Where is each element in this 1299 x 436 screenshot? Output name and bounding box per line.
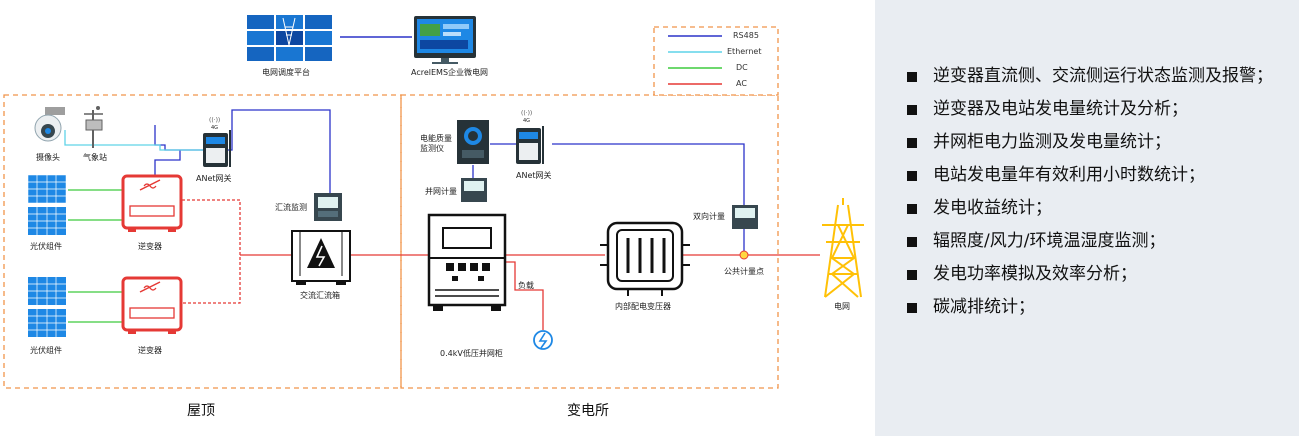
rs485-combiner-gateway: [215, 109, 331, 193]
feature-item: 逆变器直流侧、交流侧运行状态监测及报警；: [905, 60, 1290, 93]
label-anet-roof: ANet网关: [196, 174, 232, 183]
label-camera: 摄像头: [36, 153, 60, 162]
inverter-bottom-icon: [121, 276, 183, 334]
legend-label-rs485: RS485: [733, 31, 759, 40]
legend-label-dc: DC: [736, 63, 748, 72]
rs485-weather-gateway: [154, 125, 206, 151]
feature-text: 辐照度/风力/环境温湿度监测；: [933, 231, 1166, 251]
label-inverter-bottom: 逆变器: [138, 346, 162, 355]
feature-list: 逆变器直流侧、交流侧运行状态监测及报警； 逆变器及电站发电量统计及分析； 并网柜…: [905, 60, 1290, 324]
label-grid-dispatch: 电网调度平台: [262, 68, 310, 77]
bullet-square-icon: [907, 237, 917, 247]
anet-gateway-roof-icon: [203, 130, 231, 167]
system-diagram: ((·)): [0, 0, 875, 436]
ems-monitor-icon: [414, 16, 476, 64]
combiner-meter-icon: [314, 193, 342, 221]
label-grid-meter: 并网计量: [425, 187, 457, 196]
label-grid: 电网: [834, 302, 850, 311]
label-power-quality: 电能质量 监测仪: [420, 134, 452, 153]
feature-item: 电站发电量年有效利用小时数统计；: [905, 159, 1290, 192]
bullet-square-icon: [907, 72, 917, 82]
bullet-square-icon: [907, 138, 917, 148]
ethernet-camera-gateway: [64, 130, 206, 151]
label-anet-substation: ANet网关: [516, 171, 552, 180]
label-transformer: 内部配电变压器: [615, 302, 671, 311]
rs485-inverter-gateway: [154, 150, 181, 175]
weather-station-icon: [84, 106, 103, 148]
video-wall-icon: [245, 14, 335, 64]
ac-combiner-box-icon: [291, 230, 351, 285]
label-inverter-top: 逆变器: [138, 242, 162, 251]
ac-load: [505, 261, 544, 330]
region-title-substation: 变电所: [567, 403, 609, 419]
bullet-square-icon: [907, 303, 917, 313]
label-ac-combiner: 交流汇流箱: [300, 291, 340, 300]
feature-item: 并网柜电力监测及发电量统计；: [905, 126, 1290, 159]
rs485-bidirectional-gateway: [552, 143, 745, 207]
inverter-top-icon: [121, 174, 183, 232]
feature-text: 发电功率模拟及效率分析；: [933, 264, 1137, 284]
feature-text: 并网柜电力监测及发电量统计；: [933, 132, 1171, 152]
pv-panels-bottom-icon: [28, 277, 66, 337]
feature-item: 发电功率模拟及效率分析；: [905, 258, 1290, 291]
anet-gateway-substation-icon: [516, 126, 544, 164]
load-icon: [533, 330, 553, 350]
rooftop-region: [3, 94, 402, 389]
feature-text: 逆变器直流侧、交流侧运行状态监测及报警；: [933, 66, 1273, 86]
label-4g-roof: 4G: [211, 125, 219, 131]
feature-item: 辐照度/风力/环境温湿度监测；: [905, 225, 1290, 258]
feature-item: 发电收益统计；: [905, 192, 1290, 225]
grid-meter-icon: [461, 178, 487, 202]
bidirectional-meter-icon: [732, 205, 758, 229]
legend-box: [653, 26, 779, 96]
feature-text: 逆变器及电站发电量统计及分析；: [933, 99, 1188, 119]
label-public-point: 公共计量点: [724, 267, 764, 276]
feature-text: 发电收益统计；: [933, 198, 1052, 218]
label-pv-top: 光伏组件: [30, 242, 62, 251]
power-quality-monitor-icon: [457, 120, 489, 164]
label-acrel-ems: AcrelEMS企业微电网: [411, 68, 489, 77]
wifi-icon-roof: ((·)): [209, 117, 220, 124]
diagram-canvas: ((·)): [3, 14, 864, 389]
substation-region: [400, 94, 779, 389]
label-bidirectional-meter: 双向计量: [693, 212, 725, 221]
bullet-square-icon: [907, 270, 917, 280]
wifi-icon-sub: ((·)): [521, 110, 532, 117]
label-4g-sub: 4G: [523, 118, 531, 124]
feature-text: 碳减排统计；: [933, 297, 1035, 317]
label-lv-cabinet: 0.4kV低压并网柜: [440, 349, 503, 358]
label-combiner-monitor: 汇流监测: [275, 203, 307, 212]
power-tower-icon: [822, 198, 864, 298]
bullet-square-icon: [907, 105, 917, 115]
feature-item: 碳减排统计；: [905, 291, 1290, 324]
camera-icon: [34, 107, 65, 142]
transformer-icon: [600, 221, 690, 296]
region-title-rooftop: 屋顶: [187, 403, 215, 419]
label-pv-bottom: 光伏组件: [30, 346, 62, 355]
pv-panels-top-icon: [27, 174, 67, 235]
feature-item: 逆变器及电站发电量统计及分析；: [905, 93, 1290, 126]
label-weather-station: 气象站: [83, 153, 107, 162]
legend-label-ac: AC: [736, 79, 747, 88]
ac-inverters-bus: [182, 199, 241, 304]
public-metering-point: [739, 250, 749, 260]
feature-text: 电站发电量年有效利用小时数统计；: [933, 165, 1205, 185]
bullet-square-icon: [907, 204, 917, 214]
legend-label-ethernet: Ethernet: [727, 47, 762, 56]
bullet-square-icon: [907, 171, 917, 181]
label-load: 负载: [518, 281, 534, 290]
lv-cabinet-icon: [427, 213, 507, 311]
